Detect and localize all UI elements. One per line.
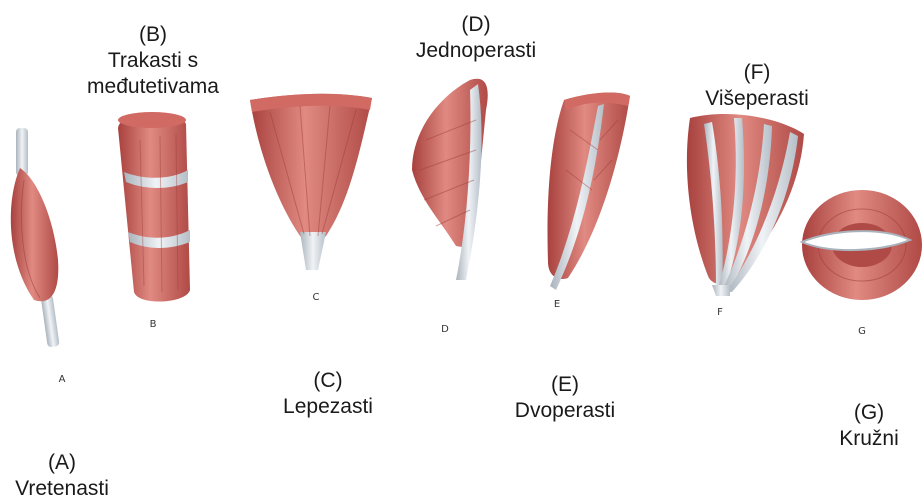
caption-b-code: (B) (87, 22, 219, 48)
caption-g: (G) Kružni (839, 400, 899, 452)
caption-e: (E) Dvoperasti (515, 372, 615, 424)
caption-d-code: (D) (416, 12, 536, 38)
caption-d: (D) Jednoperasti (416, 12, 536, 64)
caption-g-name: Kružni (839, 426, 899, 452)
caption-f-name: Višeperasti (705, 86, 809, 112)
caption-g-code: (G) (839, 400, 899, 426)
letter-b: B (150, 319, 157, 330)
muscle-d-unipennate (412, 79, 488, 280)
muscle-b-strap (118, 112, 190, 302)
caption-f: (F) Višeperasti (705, 60, 809, 112)
muscle-g-circular (802, 190, 922, 300)
muscle-c-fan (250, 94, 372, 270)
muscle-a-fusiform (11, 128, 60, 348)
letter-a: A (59, 374, 66, 385)
muscle-e-bipennate (548, 93, 630, 290)
letter-d: D (441, 324, 449, 335)
letter-c: C (313, 292, 320, 303)
caption-b-name-line2: međutetivama (87, 74, 219, 100)
letter-e: E (554, 299, 560, 310)
letter-g: G (858, 326, 866, 337)
caption-f-code: (F) (705, 60, 809, 86)
muscle-f-multipennate (687, 114, 804, 296)
caption-b: (B) Trakasti s međutetivama (87, 22, 219, 100)
caption-a-code: (A) (15, 450, 109, 476)
caption-a: (A) Vretenasti (15, 450, 109, 502)
caption-c-code: (C) (283, 368, 373, 394)
caption-b-name-line1: Trakasti s (87, 48, 219, 74)
caption-c-name: Lepezasti (283, 394, 373, 420)
caption-e-name: Dvoperasti (515, 398, 615, 424)
caption-e-code: (E) (515, 372, 615, 398)
caption-c: (C) Lepezasti (283, 368, 373, 420)
caption-d-name: Jednoperasti (416, 38, 536, 64)
caption-a-name: Vretenasti (15, 476, 109, 502)
letter-f: F (717, 307, 723, 318)
